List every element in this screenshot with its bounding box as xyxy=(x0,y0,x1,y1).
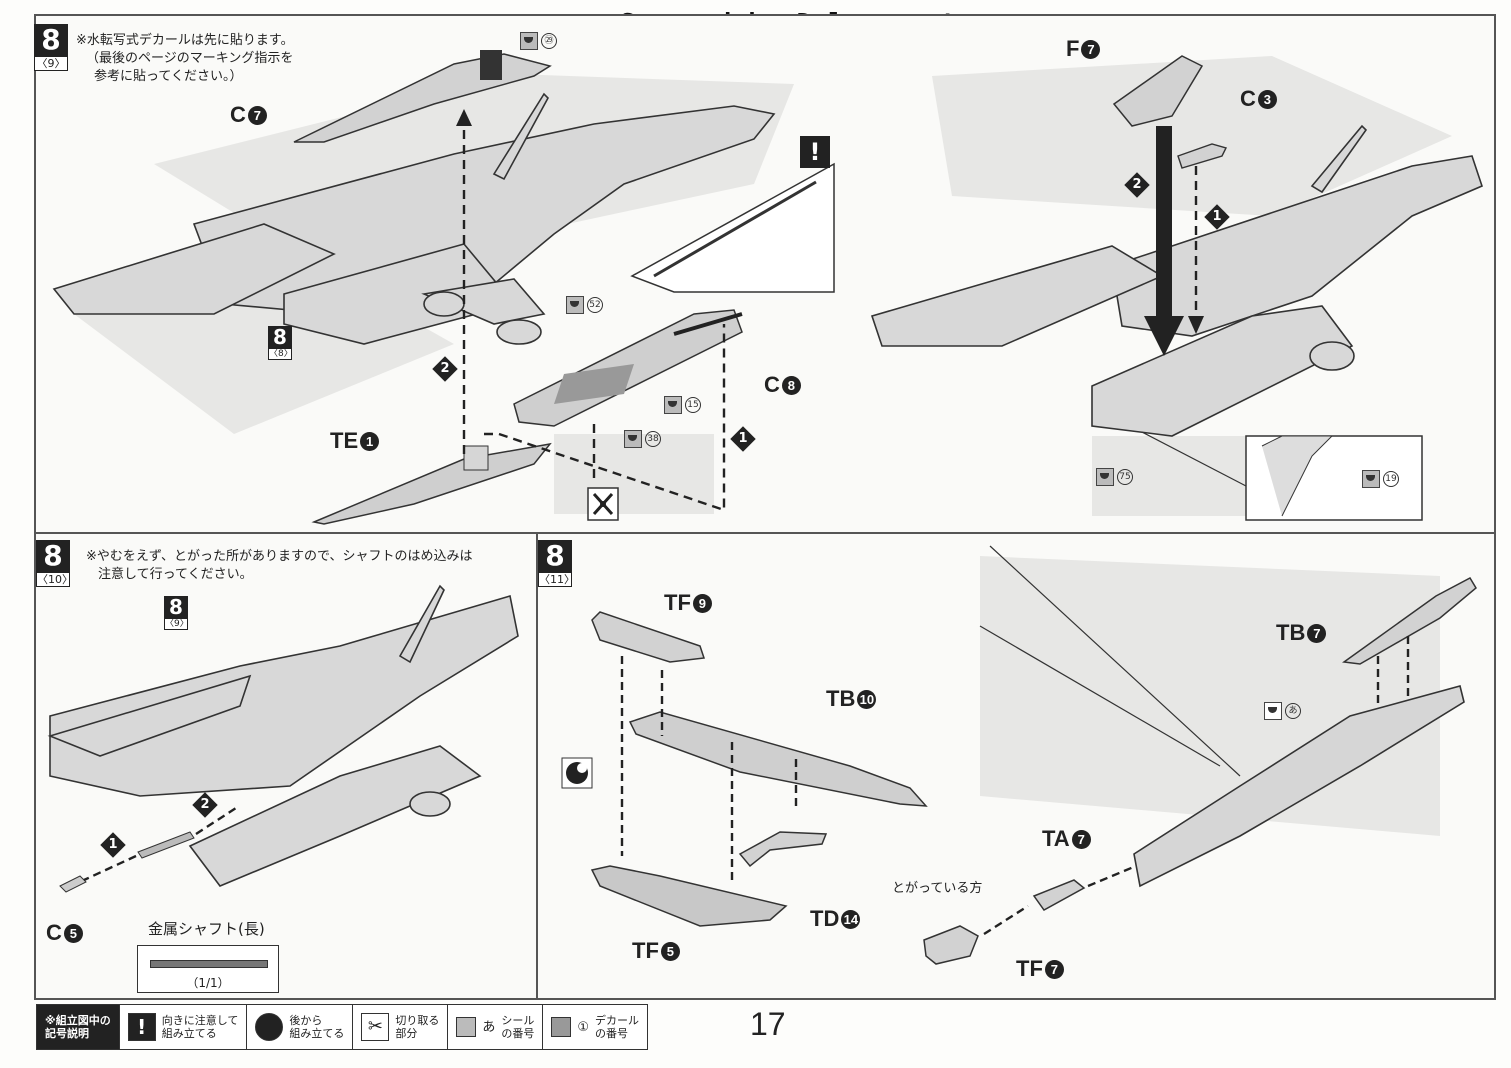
step-d-illustration xyxy=(561,545,1477,965)
fuselage-d xyxy=(1133,685,1465,888)
step-number: 8 xyxy=(538,540,572,572)
fighter-body-b xyxy=(870,124,1483,437)
part-tb10 xyxy=(628,711,928,807)
legend-item-decal: ① デカールの番号 xyxy=(543,1005,647,1049)
note-line: 参考に貼ってください。） xyxy=(94,69,243,84)
step-badge-c: 8 〈10〉 xyxy=(36,540,73,587)
decal-note: ※水転写式デカールは先に貼ります。 （最後のページのマーキング指示を 参考に貼っ… xyxy=(76,32,294,86)
sticker-icon xyxy=(456,1017,477,1037)
svg-text:!: ! xyxy=(810,138,821,166)
part-c5 xyxy=(59,875,87,893)
legend-item-sticker: あ シールの番号 xyxy=(448,1005,544,1049)
step-b-illustration xyxy=(870,55,1483,521)
part-tf9 xyxy=(591,611,706,663)
sticker-marker: あ xyxy=(1264,702,1301,720)
order-marker-1: 1 xyxy=(730,426,756,452)
part-c3 xyxy=(1177,143,1228,169)
shaft-label: 金属シャフト(長) xyxy=(148,920,265,938)
decal-icon xyxy=(551,1017,572,1037)
decal-marker: 75 xyxy=(1096,468,1133,486)
step-badge-a: 8 〈9〉 xyxy=(34,24,68,71)
nipper-icon xyxy=(587,487,619,521)
part-f7 xyxy=(1112,55,1204,127)
symbol-legend: ※組立図中の記号説明 ! 向きに注意して組み立てる 後から組み立てる ✂ 切り取… xyxy=(36,1004,649,1050)
assembly-arrows xyxy=(462,124,726,512)
step-sub: 〈11〉 xyxy=(538,572,575,587)
metal-shaft xyxy=(137,831,195,859)
exclamation-icon: ! xyxy=(127,1013,156,1041)
note-line: （最後のページのマーキング指示を xyxy=(86,51,294,66)
order-marker-1: 1 xyxy=(1204,204,1230,230)
part-tf7 xyxy=(923,925,979,965)
shaft-scale-ratio: （1/1） xyxy=(186,976,230,990)
nipper-icon: ✂ xyxy=(361,1013,390,1041)
ref-step-badge-a: 8 〈8〉 xyxy=(268,325,293,360)
decal-marker: 15 xyxy=(664,396,701,414)
part-ta7 xyxy=(1032,879,1086,911)
ref-step-badge-c: 8 〈9〉 xyxy=(164,595,189,630)
decal-marker: 38 xyxy=(624,430,661,448)
step-number: 8 xyxy=(36,540,70,572)
step-number: 8 xyxy=(34,24,68,56)
shaft-scale-bar xyxy=(150,960,268,968)
order-marker-2: 2 xyxy=(1124,172,1150,198)
part-tb7 xyxy=(1342,577,1477,665)
decal-marker: ㉙ xyxy=(520,32,557,50)
orientation-callout: ! xyxy=(630,136,835,293)
legend-item-orientation: ! 向きに注意して組み立てる xyxy=(120,1005,248,1049)
step-a-illustration: ! xyxy=(52,50,835,525)
step-sub: 〈10〉 xyxy=(36,572,73,587)
legend-item-cut: ✂ 切り取る部分 xyxy=(353,1005,449,1049)
part-te1 xyxy=(311,442,552,525)
order-marker-2: 2 xyxy=(432,356,458,382)
note-line: ※やむをえず、とがった所がありますので、シャフトのはめ込みは xyxy=(86,549,473,564)
decal-marker: 19 xyxy=(1362,470,1399,488)
order-marker-2: 2 xyxy=(192,792,218,818)
order-marker-1: 1 xyxy=(100,832,126,858)
legend-title: ※組立図中の記号説明 xyxy=(37,1005,120,1049)
step-sub: 〈9〉 xyxy=(34,56,68,71)
back-assemble-icon xyxy=(255,1013,284,1041)
part-tf5 xyxy=(590,865,788,927)
legend-item-later: 後から組み立てる xyxy=(247,1005,354,1049)
step-badge-d: 8 〈11〉 xyxy=(538,540,575,587)
step-c-illustration xyxy=(47,584,519,893)
decal-marker: 52 xyxy=(566,296,603,314)
note-line: ※水転写式デカールは先に貼ります。 xyxy=(76,33,294,48)
part-td14 xyxy=(738,831,828,868)
note-line: 注意して行ってください。 xyxy=(98,567,253,582)
back-assemble-icon xyxy=(561,757,593,789)
pointed-side-label: とがっている方 xyxy=(892,881,983,896)
page-number: 17 xyxy=(750,1006,786,1042)
shaft-scale-box: （1/1） xyxy=(137,945,279,993)
shaft-note: ※やむをえず、とがった所がありますので、シャフトのはめ込みは 注意して行ってくだ… xyxy=(86,548,472,584)
fighter-body xyxy=(52,92,776,345)
